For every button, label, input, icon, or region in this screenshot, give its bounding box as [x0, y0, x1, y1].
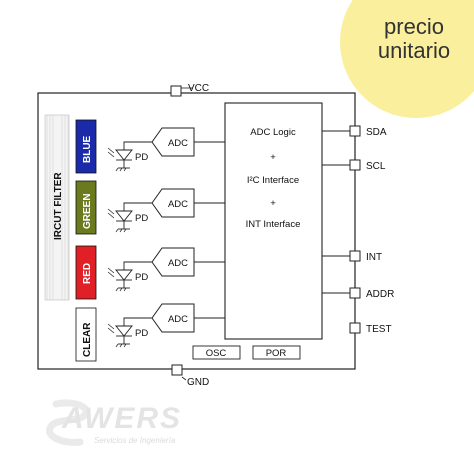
por-label: POR: [266, 348, 287, 359]
light-arrow: [107, 208, 115, 215]
ground-hatch: [123, 287, 127, 292]
test-pin: [349, 322, 361, 334]
pd-wire: [123, 261, 152, 270]
price-badge: [340, 0, 474, 118]
channel-3: ADC PD: [107, 247, 225, 292]
pd-label: PD: [135, 213, 148, 224]
logic-line3: INT Interface: [246, 219, 301, 230]
photodiode-icon: [115, 210, 133, 222]
scl-pin: [349, 159, 361, 171]
sda-pin: [349, 125, 361, 137]
chip-outline: [37, 92, 356, 370]
ground-hatch: [115, 287, 119, 292]
logic-line1: ADC Logic: [250, 127, 296, 138]
badge-line1: precio: [384, 14, 444, 39]
vcc-pin: [170, 85, 182, 97]
awers-swoosh-icon: [46, 399, 90, 446]
pin-sda: SDA: [322, 125, 387, 138]
ircut-label: IRCUT FILTER: [53, 172, 64, 240]
light-arrow: [107, 323, 115, 330]
addr-pin: [349, 287, 361, 299]
logic-plus1: +: [270, 152, 276, 163]
filter-green-label: GREEN: [82, 193, 93, 229]
logic-line2: I²C Interface: [247, 175, 299, 186]
adc-label: ADC: [168, 258, 188, 269]
adc-label: ADC: [168, 314, 188, 325]
pd-label: PD: [135, 328, 148, 339]
light-arrow: [107, 267, 115, 274]
photodiode-icon: [115, 269, 133, 281]
ircut-filter: IRCUT FILTER: [44, 114, 70, 301]
awers-logo: AWERS Servicios de Ingeniería: [36, 398, 236, 448]
ground-hatch: [123, 343, 127, 348]
filter-red-label: RED: [82, 263, 93, 284]
vcc-label: VCC: [188, 83, 209, 94]
badge-line2: unitario: [377, 38, 451, 63]
light-arrow: [107, 327, 115, 334]
light-arrow: [107, 212, 115, 219]
sda-label: SDA: [366, 127, 387, 138]
ground-hatch: [119, 167, 123, 172]
pin-int: INT: [322, 250, 382, 263]
ground-hatch: [115, 167, 119, 172]
ground-hatch: [123, 228, 127, 233]
pin-test: TEST: [349, 322, 392, 335]
gnd-pin: [171, 364, 183, 376]
filter-green: GREEN: [75, 180, 97, 235]
pd-wire: [123, 202, 152, 211]
photodiode-icon: [115, 325, 133, 337]
osc-label: OSC: [206, 348, 227, 359]
pin-addr: ADDR: [322, 287, 394, 300]
filter-clear-label: CLEAR: [82, 322, 93, 357]
logic-block: [224, 102, 323, 340]
por-block: [252, 345, 301, 360]
addr-label: ADDR: [366, 289, 394, 300]
pd-wire: [123, 141, 152, 150]
int-pin: [349, 250, 361, 262]
logo-name: AWERS: [62, 402, 183, 435]
scl-label: SCL: [366, 161, 386, 172]
filter-blue: BLUE: [75, 119, 97, 174]
photodiode-icon: [115, 149, 133, 161]
filter-red: RED: [75, 245, 97, 300]
pd-wire: [123, 317, 152, 326]
pin-scl: SCL: [322, 159, 386, 172]
test-label: TEST: [366, 324, 392, 335]
ground-hatch: [115, 228, 119, 233]
channel-2: ADC PD: [107, 188, 225, 233]
channel-1: ADC PD: [107, 127, 225, 172]
channel-4: ADC PD: [107, 303, 225, 348]
filter-clear: CLEAR: [75, 307, 97, 362]
ground-hatch: [119, 228, 123, 233]
light-arrow: [107, 151, 115, 158]
logo-tagline: Servicios de Ingeniería: [94, 436, 176, 445]
pd-label: PD: [135, 152, 148, 163]
pd-label: PD: [135, 272, 148, 283]
ground-hatch: [115, 343, 119, 348]
int-label: INT: [366, 252, 382, 263]
light-arrow: [107, 271, 115, 278]
osc-block: [192, 345, 241, 360]
light-arrow: [107, 147, 115, 154]
filter-blue-label: BLUE: [82, 135, 93, 163]
ground-hatch: [119, 343, 123, 348]
adc-label: ADC: [168, 138, 188, 149]
ground-hatch: [123, 167, 127, 172]
gnd-label: GND: [187, 377, 209, 388]
adc-label: ADC: [168, 199, 188, 210]
logic-plus2: +: [270, 198, 276, 209]
ground-hatch: [119, 287, 123, 292]
